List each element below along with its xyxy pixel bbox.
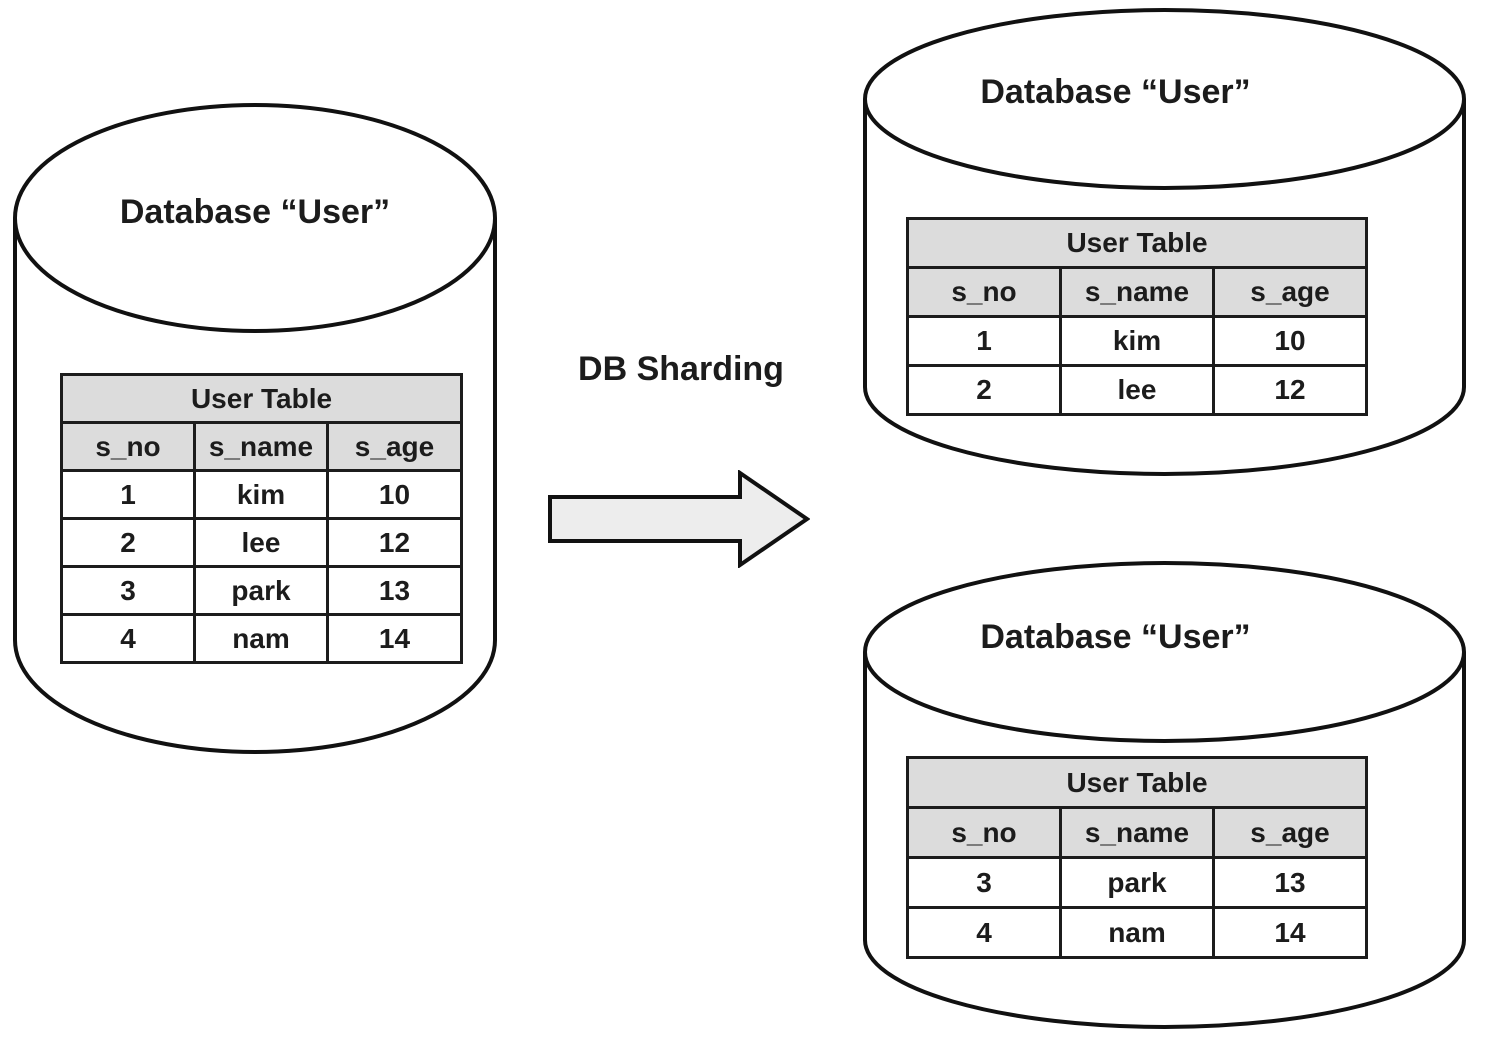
cell-s-name: park [1059, 856, 1215, 909]
shard1-user-table: User Table s_no s_name s_age 1 kim 10 2 … [906, 217, 1368, 416]
cell-s-age: 14 [326, 613, 463, 664]
column-header: s_age [1212, 806, 1368, 859]
cell-s-no: 1 [906, 315, 1062, 367]
table-row: 1 kim 10 [60, 469, 463, 520]
cell-s-age: 12 [326, 517, 463, 568]
sharding-arrow-label: DB Sharding [578, 350, 784, 388]
cell-s-name: nam [193, 613, 329, 664]
cell-s-no: 2 [60, 517, 196, 568]
column-header: s_name [1059, 806, 1215, 859]
cell-s-no: 4 [906, 906, 1062, 959]
shard1-database-label: Database “User” [980, 73, 1251, 111]
cell-s-no: 3 [906, 856, 1062, 909]
cell-s-no: 4 [60, 613, 196, 664]
column-header: s_age [326, 421, 463, 472]
column-header: s_name [1059, 266, 1215, 318]
cell-s-no: 1 [60, 469, 196, 520]
column-header: s_age [1212, 266, 1368, 318]
cell-s-no: 3 [60, 565, 196, 616]
cell-s-age: 10 [1212, 315, 1368, 367]
cell-s-no: 2 [906, 364, 1062, 416]
cell-s-age: 13 [326, 565, 463, 616]
source-user-table: User Table s_no s_name s_age 1 kim 10 2 … [60, 373, 463, 664]
cell-s-name: lee [1059, 364, 1215, 416]
table-title-row: User Table [906, 756, 1368, 809]
table-title: User Table [906, 217, 1368, 269]
table-row: 4 nam 14 [60, 613, 463, 664]
cell-s-name: kim [193, 469, 329, 520]
source-database-label: Database “User” [119, 193, 391, 231]
cell-s-name: nam [1059, 906, 1215, 959]
column-header: s_no [906, 806, 1062, 859]
cell-s-name: kim [1059, 315, 1215, 367]
shard2-user-table: User Table s_no s_name s_age 3 park 13 4… [906, 756, 1368, 959]
table-header-row: s_no s_name s_age [906, 266, 1368, 318]
column-header: s_no [60, 421, 196, 472]
table-row: 1 kim 10 [906, 315, 1368, 367]
right-arrow-icon [548, 470, 810, 568]
column-header: s_name [193, 421, 329, 472]
cell-s-age: 12 [1212, 364, 1368, 416]
table-row: 2 lee 12 [906, 364, 1368, 416]
table-header-row: s_no s_name s_age [906, 806, 1368, 859]
cell-s-name: park [193, 565, 329, 616]
cell-s-name: lee [193, 517, 329, 568]
table-row: 3 park 13 [60, 565, 463, 616]
cell-s-age: 13 [1212, 856, 1368, 909]
shard2-database-label: Database “User” [980, 618, 1251, 656]
table-title-row: User Table [60, 373, 463, 424]
table-row: 4 nam 14 [906, 906, 1368, 959]
column-header: s_no [906, 266, 1062, 318]
table-header-row: s_no s_name s_age [60, 421, 463, 472]
table-title: User Table [906, 756, 1368, 809]
cell-s-age: 14 [1212, 906, 1368, 959]
table-title-row: User Table [906, 217, 1368, 269]
table-title: User Table [60, 373, 463, 424]
table-row: 3 park 13 [906, 856, 1368, 909]
table-row: 2 lee 12 [60, 517, 463, 568]
cell-s-age: 10 [326, 469, 463, 520]
